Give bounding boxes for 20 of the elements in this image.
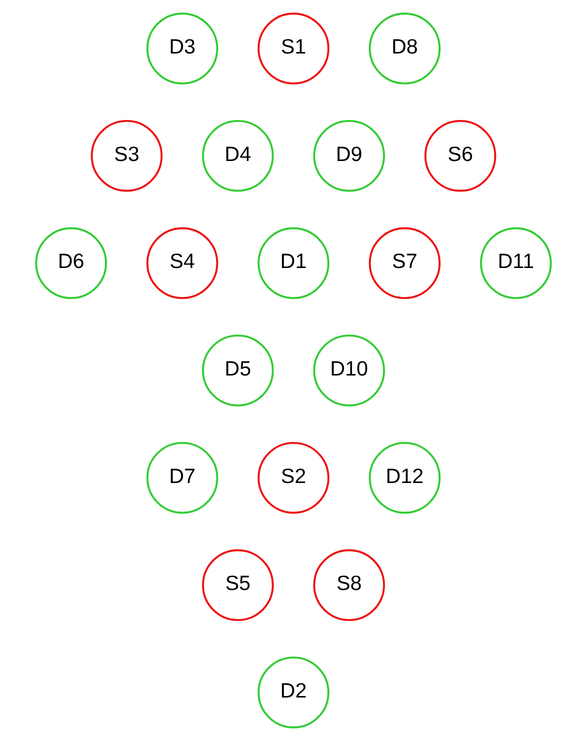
node-circle: D8 xyxy=(368,12,441,84)
node-circle: D11 xyxy=(480,227,552,300)
node-circle: D3 xyxy=(146,12,218,84)
node-circle: S3 xyxy=(90,120,163,192)
node-circle: D2 xyxy=(258,656,330,728)
node-circle: S5 xyxy=(202,549,274,622)
node-circle: S2 xyxy=(258,442,330,514)
node-circle: D5 xyxy=(202,334,274,406)
node-circle: D1 xyxy=(258,227,330,300)
node-circle: D6 xyxy=(35,227,107,300)
node-circle: S1 xyxy=(258,12,330,84)
node-circle: D7 xyxy=(146,442,218,514)
node-circle: D12 xyxy=(368,442,441,514)
node-circle: S6 xyxy=(424,120,496,192)
node-circle: D9 xyxy=(313,120,385,192)
node-circle: S8 xyxy=(313,549,385,622)
node-circle: D10 xyxy=(313,334,385,406)
node-circle: D4 xyxy=(202,120,274,192)
node-circle: S4 xyxy=(146,227,218,300)
node-circle: S7 xyxy=(368,227,441,300)
